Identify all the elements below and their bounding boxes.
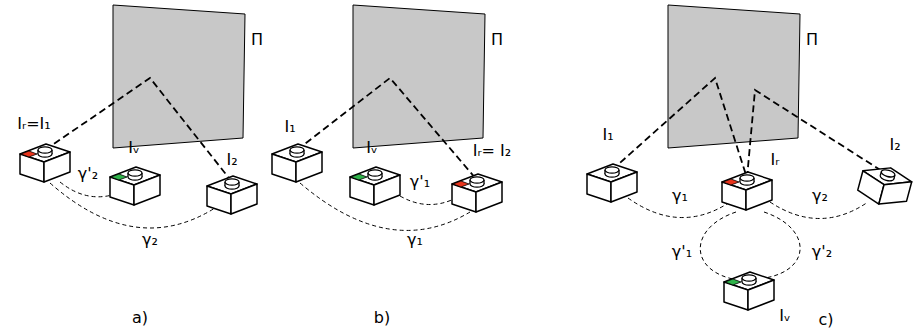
plane [668,5,800,148]
view-ray [747,90,885,178]
plane [113,5,245,148]
virtual-camera [350,167,400,205]
panel-label: c) [818,311,833,329]
camera-label: I₂ [889,136,900,154]
camera-path [764,212,800,278]
camera [272,144,322,182]
camera-label: Iᵥ [779,307,790,325]
path-label: γ'₂ [812,243,832,261]
path-label: γ₂ [812,187,828,205]
camera-label: I₂ [226,151,237,169]
camera [207,176,257,214]
path-label: γ'₁ [410,173,430,191]
view-ray [297,78,477,180]
camera-path [700,212,738,280]
camera-label: Iᵥ [128,139,139,157]
path-label: γ₁ [672,187,688,205]
path-label: γ'₂ [78,165,98,183]
camera-label: I₁ [284,118,295,136]
path-label: γ₁ [407,231,423,249]
camera-path [400,196,456,205]
camera [856,161,914,211]
view-ray [45,78,232,182]
camera-label: Iᵥ [366,139,377,157]
reference-camera [722,172,772,210]
camera-label: I₁ [602,126,613,144]
camera [587,164,637,202]
panel-label: a) [132,309,148,327]
virtual-camera [110,167,160,205]
camera-label: Iᵣ= I₂ [473,142,511,160]
camera-path [60,182,112,197]
plane-label: Π [251,31,263,49]
panel-label: b) [374,309,390,327]
reference-camera [452,174,502,212]
plane-label: Π [491,31,503,49]
path-label: γ'₁ [672,243,692,261]
camera-label: Iᵣ=I₁ [17,115,50,133]
plane [353,5,485,148]
camera-label: Iᵣ [771,151,780,169]
plane-label: Π [806,31,818,49]
virtual-camera [724,272,774,310]
reference-camera [20,144,70,182]
path-label: γ₂ [142,231,158,249]
view-ray [612,78,747,178]
